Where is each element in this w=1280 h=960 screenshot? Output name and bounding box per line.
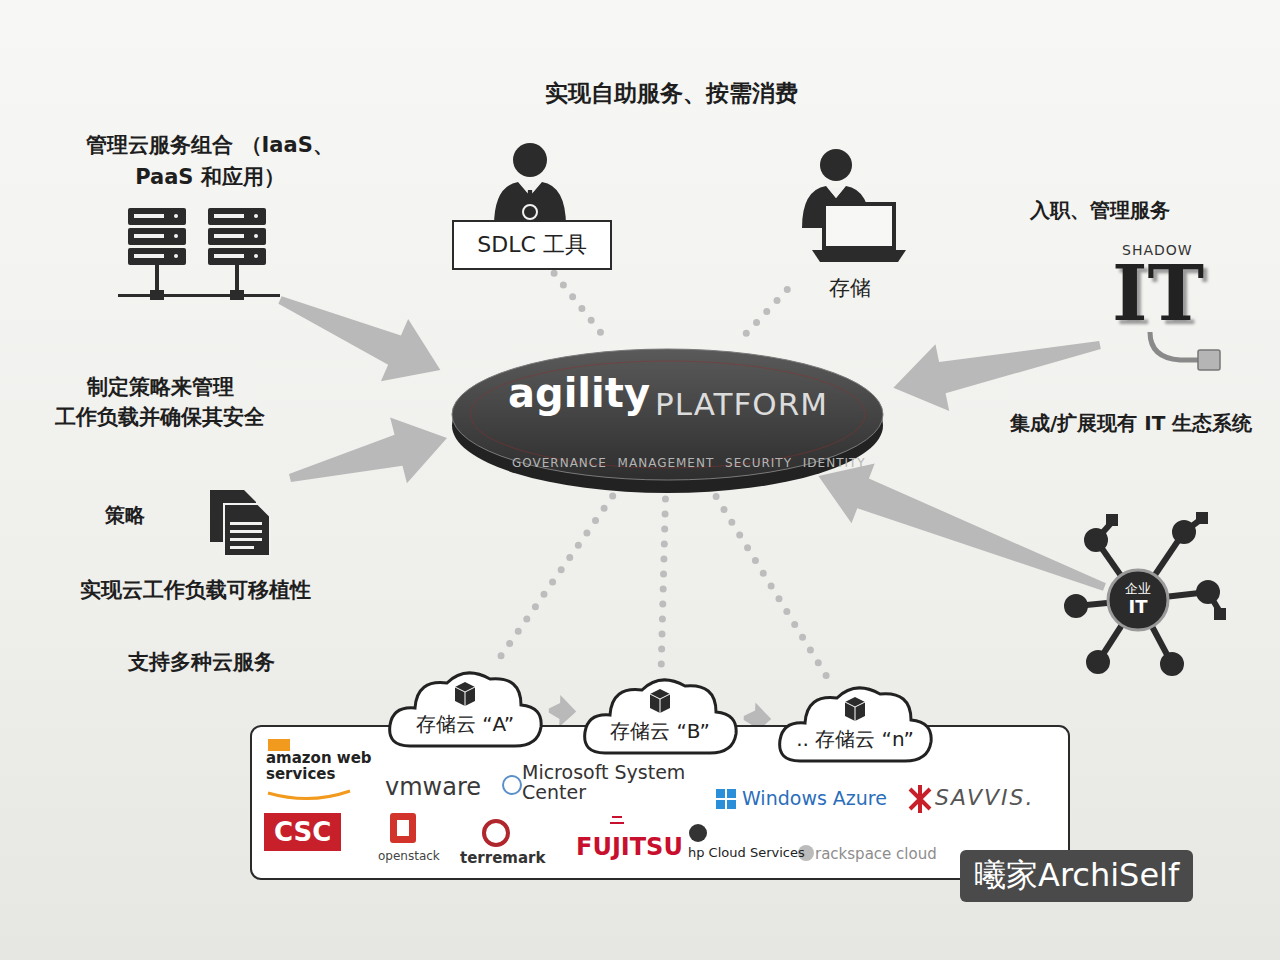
dotted-line	[661, 499, 665, 668]
flow-arrow	[266, 269, 1107, 511]
vendor-logo-text: terremark	[460, 849, 545, 867]
cloud-node: .. 存储云 “n”	[775, 680, 935, 765]
vendor-logo-text: amazon web services	[266, 751, 376, 783]
node-text: PLATFORM	[655, 386, 828, 422]
node-text: IT	[1106, 596, 1170, 617]
vendor-logo-text: openstack	[378, 849, 440, 863]
connector	[661, 499, 665, 668]
platform-node: agilityPLATFORM GOVERNANCE MANAGEMENT SEC…	[450, 340, 885, 495]
connector	[739, 290, 787, 342]
laptop-node: 存储	[790, 140, 910, 305]
annotation-label: 集成/扩展现有 IT 生态系统	[1010, 410, 1252, 437]
connector	[495, 496, 613, 664]
node-text: 存储云 “A”	[385, 711, 545, 738]
cloud-shape	[580, 672, 740, 757]
node-text: 企业	[1106, 580, 1170, 598]
connector	[549, 695, 577, 727]
node-text: 存储	[790, 274, 910, 302]
vendor-logo-text: Microsoft System Center	[522, 763, 692, 803]
dotted-line	[716, 497, 828, 679]
dotted-line	[739, 290, 787, 342]
annotation-label: 策略	[105, 502, 145, 529]
annotation-label: 管理云服务组合 （IaaS、PaaS 和应用）	[75, 130, 345, 193]
network-icon	[1067, 512, 1226, 673]
annotation-label: 入职、管理服务	[1030, 197, 1170, 224]
connector	[716, 497, 828, 679]
document-icon	[210, 490, 270, 556]
node-text: SDLC 工具	[477, 230, 587, 260]
annotation-label: IT	[1112, 256, 1204, 332]
node-text: GOVERNANCE MANAGEMENT SECURITY IDENTITY	[512, 456, 866, 470]
vendor-logo-text: vmware	[385, 773, 481, 801]
node-text: 存储云 “B”	[580, 718, 740, 745]
net-node: 企业IT	[1106, 568, 1170, 632]
vendor-logo-text: FUJITSU	[576, 833, 683, 861]
sdlc-node: SDLC 工具	[452, 220, 612, 270]
annotation-label: 制定策略来管理 工作负载并确保其安全	[30, 372, 290, 433]
annotation-label: 实现云工作负载可移植性	[80, 576, 311, 604]
annotation-label: 支持多种云服务	[128, 648, 275, 676]
dotted-line	[554, 273, 606, 340]
dotted-line	[495, 496, 613, 664]
cloud-shape	[775, 680, 935, 765]
annotation-label: 实现自助服务、按需消费	[545, 78, 798, 109]
vendor-logo-text: rackspace cloud	[815, 845, 937, 863]
cloud-node: 存储云 “A”	[385, 665, 545, 750]
server-icon	[118, 208, 280, 300]
vendor-logo-text: SAVVIS.	[935, 785, 1034, 810]
connector	[818, 464, 1106, 591]
cloud-shape	[385, 665, 545, 750]
node-text: .. 存储云 “n”	[775, 726, 935, 753]
vendor-logo-text: CSC	[264, 813, 341, 851]
person-icon	[494, 143, 566, 226]
cloud-node: 存储云 “B”	[580, 672, 740, 757]
vendor-logo-text: hp Cloud Services	[688, 845, 805, 860]
vendor-logo-text: Windows Azure	[742, 787, 887, 809]
plug-icon	[1150, 332, 1220, 370]
node-text: agility	[508, 370, 650, 416]
laptop-user-icon	[802, 149, 906, 262]
connector	[554, 273, 606, 340]
arrow-shape	[549, 695, 577, 727]
arrow-shape	[818, 464, 1106, 591]
watermark: 曦家ArchiSelf	[960, 850, 1193, 902]
